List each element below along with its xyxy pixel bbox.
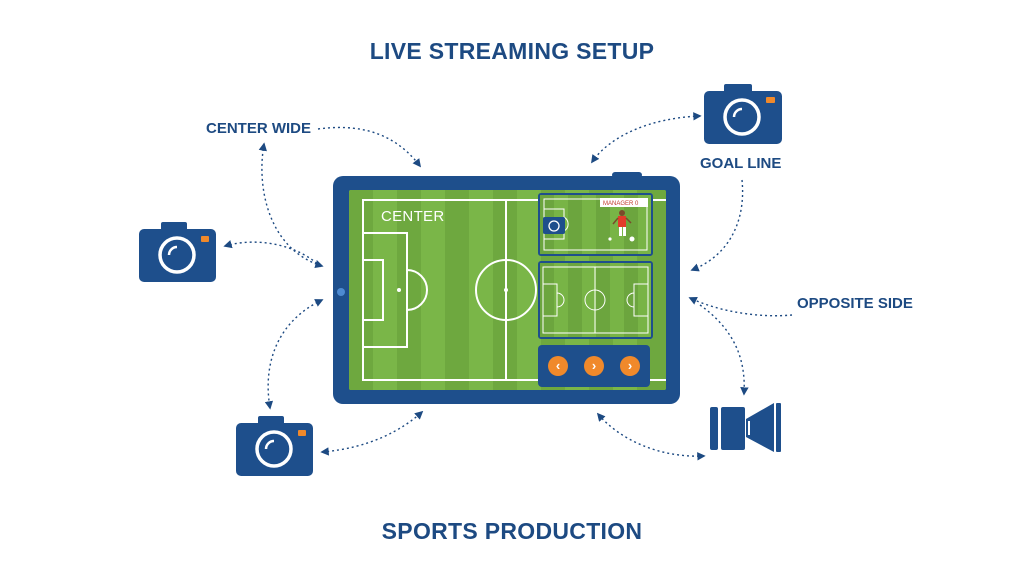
diagram-title: LIVE STREAMING SETUP bbox=[369, 38, 655, 64]
arrow-goal-line-down bbox=[690, 179, 744, 272]
wide-pitch-view bbox=[540, 263, 651, 337]
player-figure bbox=[608, 210, 635, 242]
tablet-camera-dot bbox=[337, 288, 345, 296]
camera-icon bbox=[236, 416, 313, 476]
arrow-center-wide-down bbox=[258, 142, 324, 269]
arrow-video-cam bbox=[699, 304, 749, 396]
center-wide-label: CENTER WIDE bbox=[206, 120, 311, 137]
diagram-subtitle: SPORTS PRODUCTION bbox=[381, 518, 643, 544]
camera-icon bbox=[704, 84, 782, 144]
player-view: MANAGER 0 bbox=[540, 195, 651, 254]
arrow-goal-line bbox=[591, 112, 702, 164]
arrow-left-cam bbox=[223, 240, 323, 269]
camera-thumbnail-2[interactable] bbox=[538, 261, 653, 339]
arrow-bottom-cam-up bbox=[264, 299, 324, 410]
arrow-center-wide bbox=[317, 126, 422, 168]
tablet-power-button bbox=[612, 172, 642, 178]
playback-controls: ‹ › › bbox=[538, 345, 650, 387]
previous-button[interactable]: ‹ bbox=[548, 356, 568, 376]
video-camera-icon bbox=[710, 403, 781, 452]
thumbnail-scoreboard: MANAGER 0 bbox=[603, 201, 639, 207]
arrow-video-cam-bottom bbox=[596, 412, 706, 461]
camera-icon bbox=[139, 222, 216, 282]
arrow-opposite-side bbox=[688, 297, 793, 317]
opposite-side-label: OPPOSITE SIDE bbox=[797, 295, 913, 312]
main-view-label: CENTER bbox=[381, 208, 445, 225]
camera-thumbnail-1[interactable]: MANAGER 0 bbox=[538, 193, 653, 256]
next-button[interactable]: › bbox=[584, 356, 604, 376]
arrow-bottom-cam bbox=[320, 410, 424, 456]
goal-line-label: GOAL LINE bbox=[700, 155, 782, 172]
forward-button[interactable]: › bbox=[620, 356, 640, 376]
